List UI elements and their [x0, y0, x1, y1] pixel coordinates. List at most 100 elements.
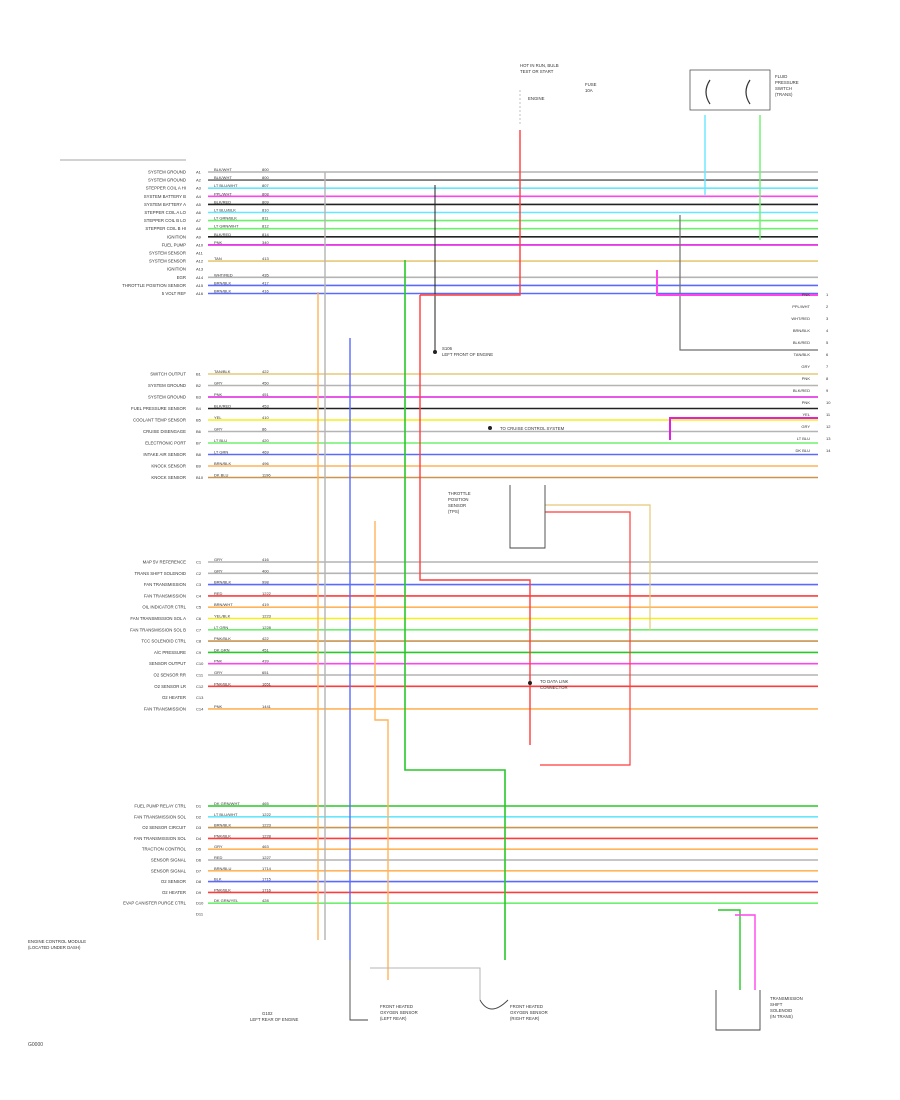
wire-color-label: BRN/BLK [214, 461, 231, 466]
wire-color-label: WHT/RED [214, 272, 233, 277]
pin-label: INTAKE AIR SENSOR [143, 452, 186, 457]
wire-circuit-number: 453 [262, 404, 269, 409]
pin-number: A9 [196, 234, 202, 239]
sol-line1: TRANSMISSION [770, 996, 803, 1001]
wire-circuit-number: 1222 [262, 591, 272, 596]
wire-color-label: PPL/WHT [214, 191, 232, 196]
pin-number: D3 [196, 825, 202, 830]
o2l-line2: OXYGEN SENSOR [380, 1010, 418, 1015]
wire-darkgray [679, 215, 818, 351]
pin-number: D7 [196, 868, 202, 873]
wire-circuit-number: 439 [262, 659, 269, 664]
wire-color-label: LT GRN/BLK [214, 216, 237, 221]
pin-label: SENSOR SIGNAL [151, 868, 187, 873]
pin-number: C4 [196, 593, 202, 598]
fuse-line1: HOT IN RUN, BULB [520, 63, 559, 68]
wire-circuit-number: 463 [262, 844, 269, 849]
pin-label: COOLANT TEMP SENSOR [133, 418, 186, 423]
pressure-switch: FLUID PRESSURE SWITCH (TRANS) [689, 69, 799, 111]
wire-circuit-number: 410 [262, 415, 269, 420]
wire-o2-gray [370, 967, 481, 1000]
wire-color-label: GRY [214, 568, 223, 573]
wire-circuit-number: 496 [262, 461, 269, 466]
pin-number: D5 [196, 847, 202, 852]
switch-frame [689, 69, 771, 111]
pin-number: C1 [196, 560, 202, 565]
right-pin-number: 6 [826, 352, 829, 357]
wire-color-label: BLK/WHT [214, 167, 232, 172]
wire-fuse-red [420, 130, 521, 296]
wire-pink-right [656, 270, 818, 296]
wire-color-label: LT BLU/WHT [214, 812, 238, 817]
pin-label: FUEL PUMP RELAY CTRL [134, 804, 186, 809]
wire-circuit-number: 1222 [262, 812, 272, 817]
pin-label: MAP 5V REFERENCE [143, 560, 187, 565]
wire-color-label: BLK/RED [214, 199, 231, 204]
pin-label: 5 VOLT REF [162, 291, 187, 296]
heated-o2-left: FRONT HEATED OXYGEN SENSOR (LEFT REAR) [349, 960, 418, 1021]
pin-number: C12 [196, 684, 204, 689]
pin-label: SYSTEM GROUND [148, 395, 186, 400]
wire-tps-red [540, 511, 631, 766]
wire-circuit-number: 419 [262, 602, 269, 607]
splice-line1: S106 [442, 346, 453, 351]
right-pin-number: 10 [826, 400, 831, 405]
pin-number: B8 [196, 452, 202, 457]
cruise-dot [488, 426, 492, 430]
wire-color-label: BLK/RED [214, 404, 231, 409]
ps-line2: PRESSURE [775, 80, 799, 85]
wire-color-label: PNK [214, 704, 223, 709]
pin-label: FAN TRANSMISSION SOL [134, 836, 187, 841]
wire-color-label: RED [214, 855, 223, 860]
tps-body [509, 485, 546, 549]
dlc-dot [528, 681, 532, 685]
wire-circuit-number: 340 [262, 240, 269, 245]
wire-circuit-number: 1715 [262, 877, 272, 882]
right-wire-label: BLK/RED [793, 388, 810, 393]
right-pin-number: 14 [826, 448, 831, 453]
ecm-subtitle: (LOCATED UNDER DASH) [28, 945, 81, 950]
pin-label: A/C PRESSURE [154, 650, 186, 655]
pin-number: A15 [196, 283, 204, 288]
wire-color-label: PNK/BLK [214, 887, 231, 892]
wire-color-label: DK BLU [214, 473, 229, 478]
tps-line2: POSITION [448, 497, 469, 502]
cruise-note: TO CRUISE CONTROL SYSTEM [500, 426, 565, 431]
wire-circuit-number: 807 [262, 183, 269, 188]
wire-circuit-number: 451 [262, 647, 269, 652]
wire-circuit-number: 1714 [262, 866, 272, 871]
pin-label: SENSOR SIGNAL [151, 858, 187, 863]
pin-number: A10 [196, 242, 204, 247]
wire-color-label: LT BLU/BLK [214, 208, 236, 213]
right-wire-label: DK BLU [796, 448, 811, 453]
pin-number: D4 [196, 836, 202, 841]
wire-circuit-number: 809 [262, 199, 269, 204]
wire-color-label: PNK [214, 659, 223, 664]
wire-color-label: TAN/BLK [214, 369, 231, 374]
wire-circuit-number: 422 [262, 369, 269, 374]
fuse-line2: TEST OR START [520, 69, 554, 74]
pin-number: D2 [196, 814, 202, 819]
pin-label: THROTTLE POSITION SENSOR [122, 283, 186, 288]
wire-circuit-number: 450 [262, 381, 269, 386]
pin-label: SYSTEM BATTERY B [144, 194, 186, 199]
pin-number: D11 [196, 912, 204, 917]
pin-number: A16 [196, 291, 204, 296]
wire-color-label: BRN/BLK [214, 289, 231, 294]
wire-color-label: BLK [214, 877, 222, 882]
wire-circuit-number: 998 [262, 580, 269, 585]
sol-line3: SOLENOID [770, 1008, 792, 1013]
right-wire-label: PNK [802, 292, 811, 297]
wire-vertical-green [404, 260, 506, 960]
pin-number: C8 [196, 639, 202, 644]
wire-circuit-number: 800 [262, 175, 269, 180]
pin-number: B5 [196, 418, 202, 423]
wire-color-label: DK GRN/YEL [214, 898, 239, 903]
fuse-box: HOT IN RUN, BULB TEST OR START FUSE 10A … [519, 63, 597, 125]
wire-magenta-right [669, 417, 818, 440]
right-pin-number: 13 [826, 436, 831, 441]
pin-number: B4 [196, 406, 202, 411]
wire-circuit-number: 469 [262, 450, 269, 455]
pin-label: CRUISE DISENGAGE [143, 429, 186, 434]
shift-solenoid: TRANSMISSION SHIFT SOLENOID (IN TRANS) [715, 990, 803, 1031]
